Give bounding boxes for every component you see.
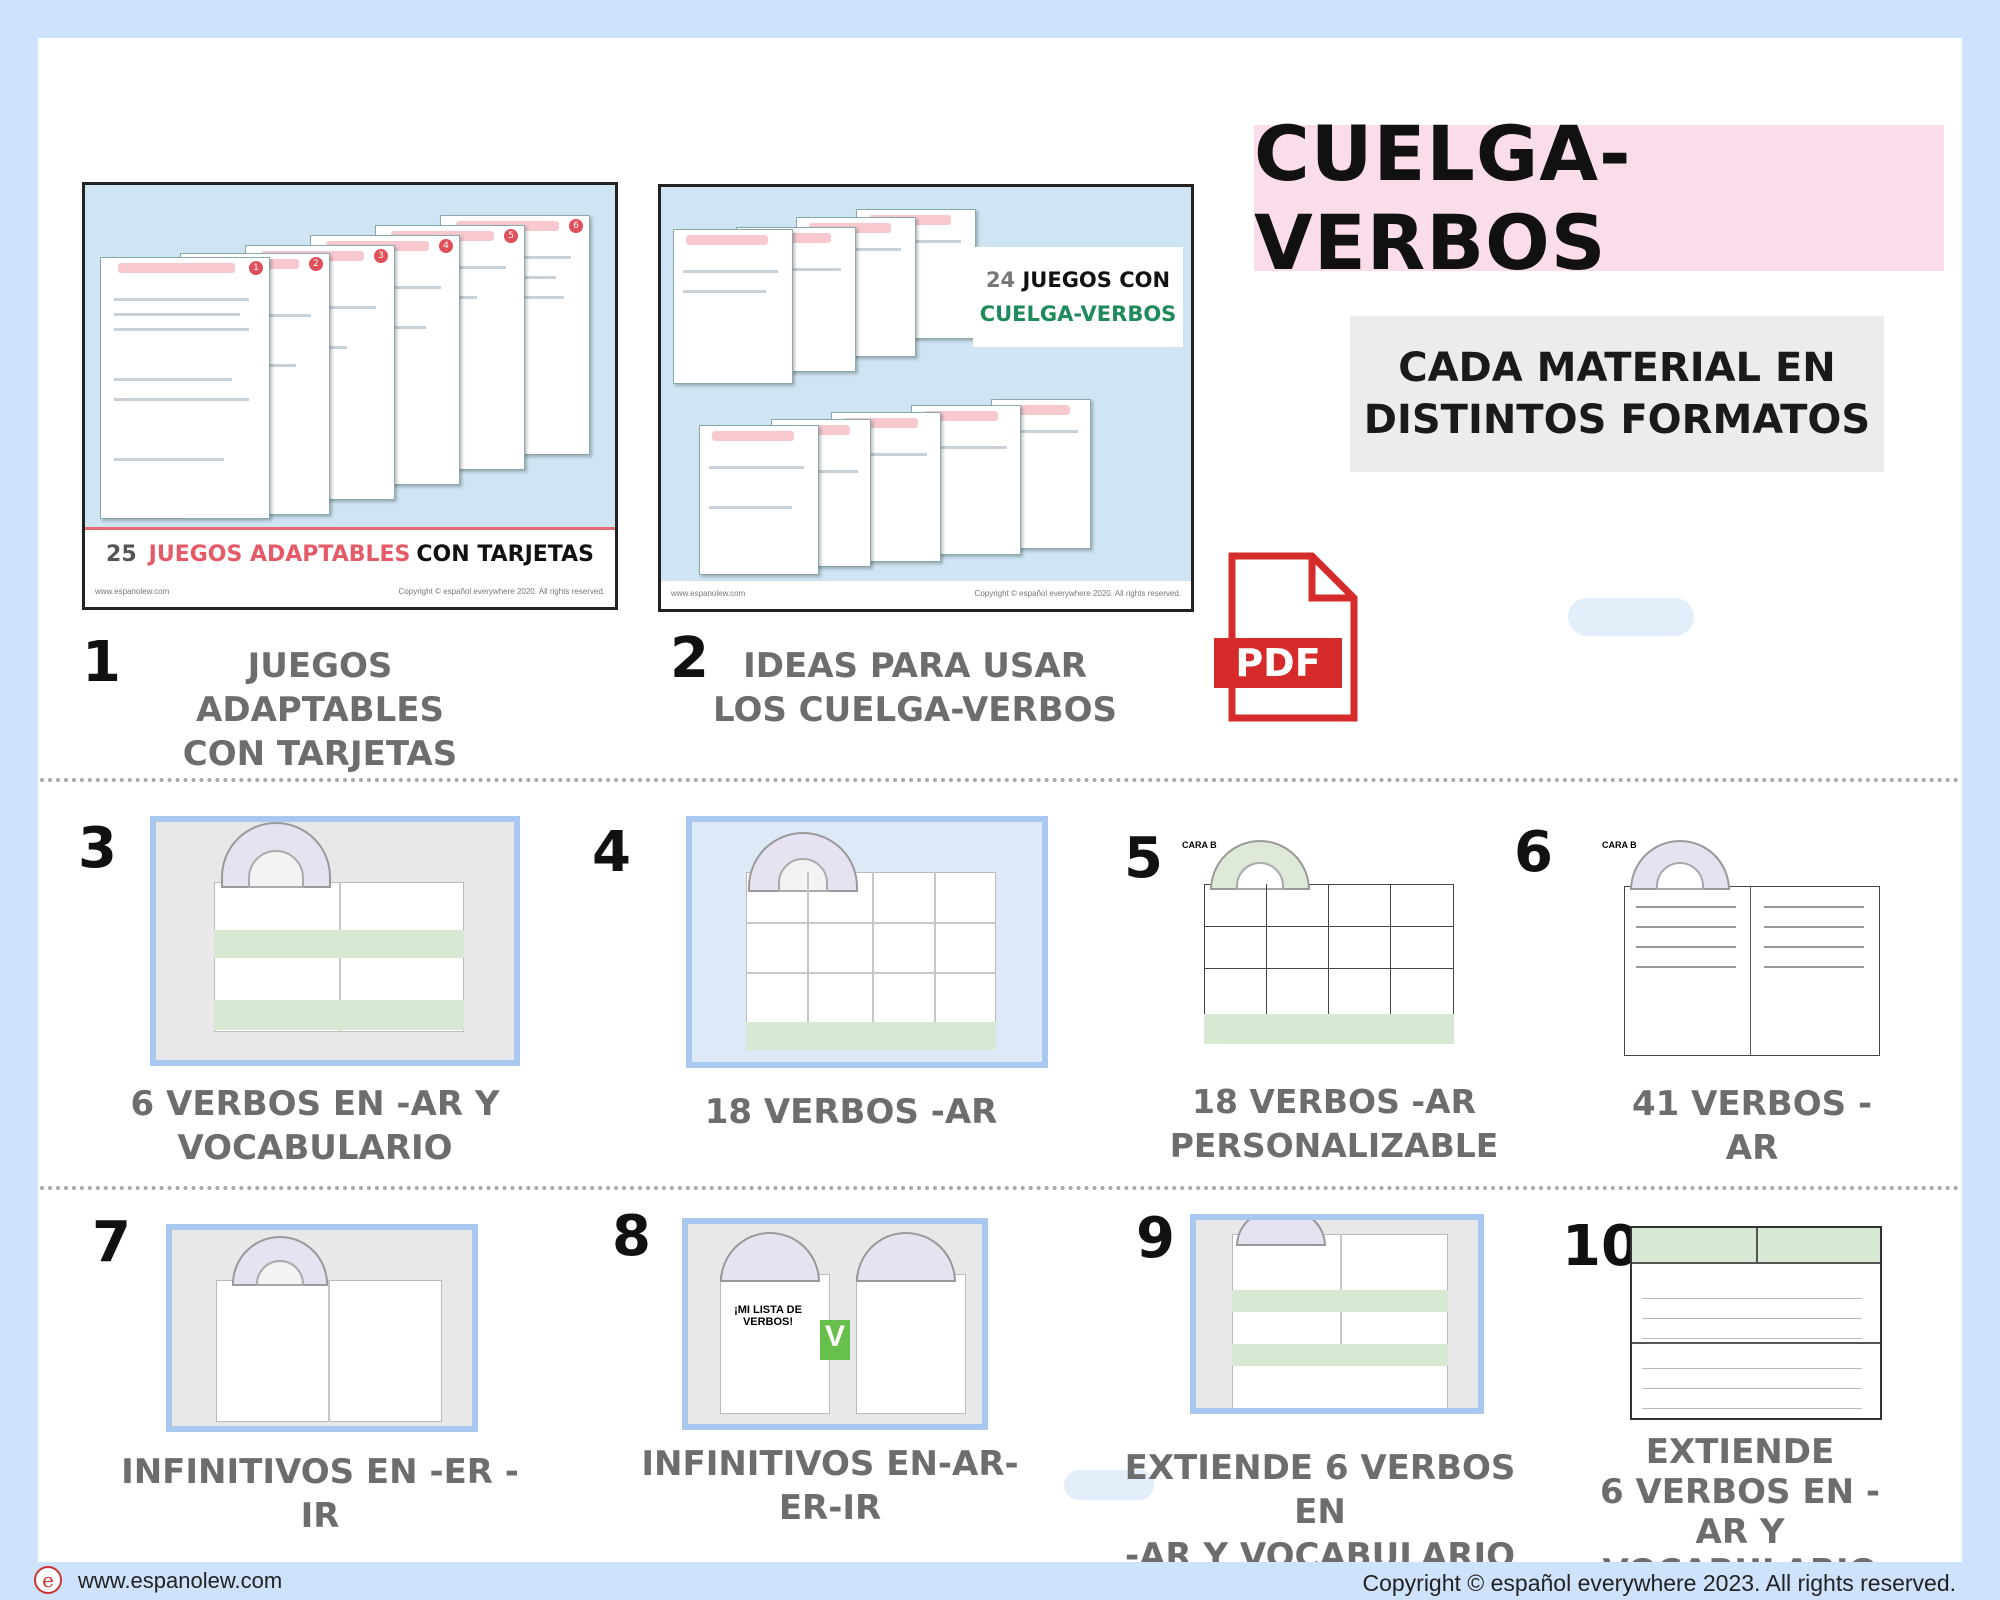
product-2-label: 24 JUEGOS CON CUELGA-VERBOS bbox=[973, 247, 1183, 347]
item-caption-2: IDEAS PARA USAR LOS CUELGA-VERBOS bbox=[710, 644, 1120, 732]
item-image-10[interactable] bbox=[1630, 1226, 1882, 1420]
item-image-9[interactable] bbox=[1190, 1214, 1484, 1414]
item-number-5: 5 bbox=[1124, 826, 1163, 891]
cloud-decoration bbox=[1568, 598, 1694, 636]
caption-line: 6 VERBOS EN -AR Y bbox=[1600, 1472, 1880, 1552]
worksheet-page: 1 bbox=[100, 257, 270, 519]
caption-line: VOCABULARIO bbox=[177, 1128, 453, 1168]
caption-line: EXTIENDE bbox=[1645, 1432, 1835, 1472]
caption-line: LOS CUELGA-VERBOS bbox=[712, 690, 1117, 730]
product-2-footer: www.espanolew.com Copyright © español ev… bbox=[661, 581, 1191, 609]
label-text: JUEGOS CON bbox=[1022, 268, 1171, 292]
item-number-3: 3 bbox=[78, 816, 117, 881]
banner-highlight: JUEGOS ADAPTABLES bbox=[148, 542, 411, 567]
item-number-9: 9 bbox=[1136, 1206, 1175, 1271]
product-1-copyright: Copyright © español everywhere 2020. All… bbox=[398, 587, 605, 596]
item-image-8[interactable]: ¡MI LISTA DE VERBOS! V bbox=[682, 1218, 988, 1430]
banner-count: 25 bbox=[106, 542, 137, 567]
page-title: CUELGA-VERBOS bbox=[1254, 109, 1632, 287]
item-image-7[interactable] bbox=[166, 1224, 478, 1432]
item-caption-4: 18 VERBOS -AR bbox=[686, 1090, 1016, 1134]
title-banner: CUELGA-VERBOS bbox=[1254, 109, 1944, 287]
section-divider bbox=[40, 1186, 1960, 1190]
caption-line: JUEGOS ADAPTABLES bbox=[196, 646, 444, 730]
cloud-decoration bbox=[1064, 1470, 1154, 1500]
footer-copyright: Copyright © español everywhere 2023. All… bbox=[1362, 1570, 1956, 1596]
item-image-6[interactable]: CARA B bbox=[1600, 836, 1884, 1060]
worksheet-page bbox=[699, 425, 819, 575]
item-caption-3: 6 VERBOS EN -AR Y VOCABULARIO bbox=[110, 1082, 520, 1170]
product-thumbnail-1[interactable]: 6 5 4 3 2 1 25 JUEGOS ADAPTABLES CON TAR… bbox=[82, 182, 618, 610]
banner-text: CON TARJETAS bbox=[416, 542, 594, 567]
caption-line: INFINITIVOS EN-AR-ER-IR bbox=[641, 1444, 1019, 1528]
caption-line: 18 VERBOS -AR bbox=[704, 1092, 998, 1132]
subtitle-line-1: CADA MATERIAL EN bbox=[1398, 345, 1836, 391]
item-image-3[interactable] bbox=[150, 816, 520, 1066]
item-number-7: 7 bbox=[92, 1210, 131, 1275]
item-image-5[interactable]: CARA B bbox=[1180, 836, 1460, 1050]
pdf-icon: PDF bbox=[1214, 552, 1358, 722]
item-caption-8: INFINITIVOS EN-AR-ER-IR bbox=[620, 1442, 1040, 1530]
item-caption-9: EXTIENDE 6 VERBOS EN -AR Y VOCABULARIO bbox=[1110, 1446, 1530, 1578]
section-divider bbox=[40, 778, 1960, 782]
item-number-8: 8 bbox=[612, 1204, 651, 1269]
caption-line: CON TARJETAS bbox=[182, 734, 458, 774]
caption-line: EXTIENDE 6 VERBOS EN bbox=[1124, 1448, 1516, 1532]
label-count: 24 bbox=[985, 268, 1016, 292]
product-1-site: www.espanolew.com bbox=[95, 587, 170, 596]
pdf-label: PDF bbox=[1235, 641, 1320, 685]
item-caption-1: JUEGOS ADAPTABLES CON TARJETAS bbox=[120, 644, 520, 776]
item-number-10: 10 bbox=[1562, 1214, 1640, 1279]
worksheet-page bbox=[673, 229, 793, 384]
product-2-site: www.espanolew.com bbox=[671, 589, 746, 598]
footer: e www.espanolew.com Copyright © español … bbox=[0, 1562, 2000, 1600]
item-caption-6: 41 VERBOS -AR bbox=[1612, 1082, 1892, 1170]
espanolew-logo-icon: e bbox=[34, 1566, 62, 1594]
item-number-6: 6 bbox=[1514, 820, 1553, 885]
item-caption-5: 18 VERBOS -AR PERSONALIZABLE bbox=[1064, 1080, 1604, 1168]
lista-label: ¡MI LISTA DE VERBOS! bbox=[734, 1304, 802, 1328]
caption-line: 18 VERBOS -AR PERSONALIZABLE bbox=[1169, 1082, 1499, 1165]
subtitle-box: CADA MATERIAL EN DISTINTOS FORMATOS bbox=[1350, 316, 1884, 472]
label-green: CUELGA-VERBOS bbox=[979, 302, 1177, 326]
caption-line: 6 VERBOS EN -AR Y bbox=[130, 1084, 500, 1124]
check-v-icon: V bbox=[820, 1320, 850, 1360]
product-1-footer: www.espanolew.com Copyright © español ev… bbox=[85, 579, 615, 607]
product-2-copyright: Copyright © español everywhere 2020. All… bbox=[974, 589, 1181, 598]
item-caption-7: INFINITIVOS EN -ER -IR bbox=[110, 1450, 530, 1538]
cara-label: CARA B bbox=[1182, 840, 1217, 850]
caption-line: IDEAS PARA USAR bbox=[743, 646, 1087, 686]
item-image-4[interactable] bbox=[686, 816, 1048, 1068]
item-number-1: 1 bbox=[82, 630, 121, 695]
footer-url[interactable]: www.espanolew.com bbox=[78, 1568, 283, 1593]
subtitle-line-2: DISTINTOS FORMATOS bbox=[1363, 397, 1871, 443]
product-thumbnail-2[interactable]: 24 JUEGOS CON CUELGA-VERBOS www.espanole… bbox=[658, 184, 1194, 612]
caption-line: 41 VERBOS -AR bbox=[1631, 1084, 1873, 1168]
cara-label: CARA B bbox=[1602, 840, 1637, 850]
caption-line: INFINITIVOS EN -ER -IR bbox=[121, 1452, 519, 1536]
item-number-4: 4 bbox=[592, 820, 631, 885]
item-number-2: 2 bbox=[670, 626, 709, 691]
product-1-banner: 25 JUEGOS ADAPTABLES CON TARJETAS bbox=[85, 527, 615, 579]
